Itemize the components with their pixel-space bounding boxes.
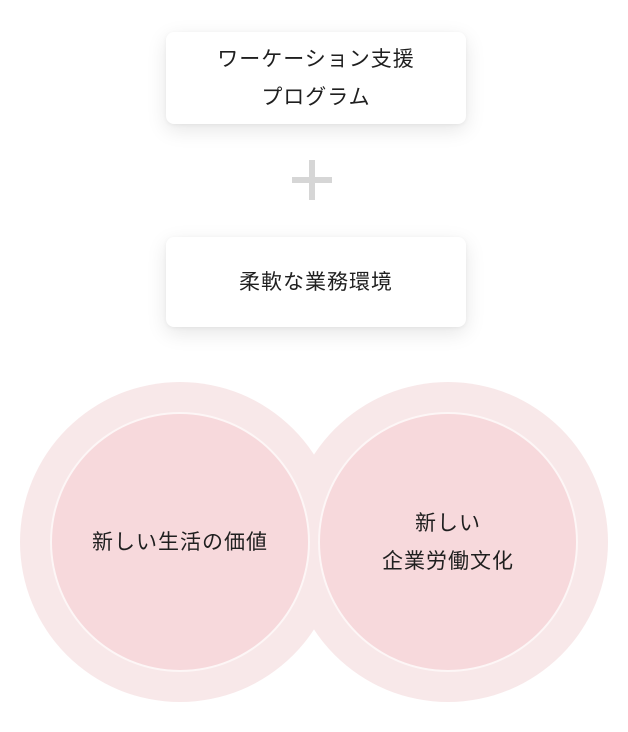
program-card: ワーケーション支援 プログラム <box>166 32 466 124</box>
program-card-line1: ワーケーション支援 <box>217 47 415 71</box>
left-inner-circle: 新しい生活の価値 <box>50 412 310 672</box>
plus-icon <box>292 160 332 200</box>
program-card-line2: プログラム <box>261 85 371 109</box>
right-inner-circle: 新しい 企業労働文化 <box>318 412 578 672</box>
left-circle-label: 新しい生活の価値 <box>92 530 268 554</box>
environment-card-label: 柔軟な業務環境 <box>239 270 393 294</box>
environment-card: 柔軟な業務環境 <box>166 237 466 327</box>
right-circle-line2: 企業労働文化 <box>382 549 514 573</box>
right-circle-line1: 新しい <box>415 511 481 535</box>
